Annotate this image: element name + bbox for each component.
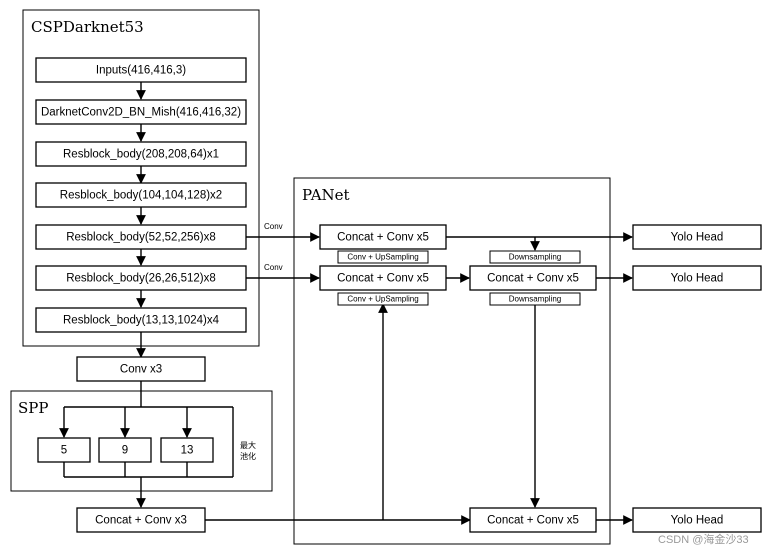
pool-13-label: 13 <box>181 445 194 457</box>
yolo-head-1-box <box>632 224 762 250</box>
resblock-1-label: Resblock_body(208,208,64)x1 <box>63 149 219 161</box>
concat-conv-x5-top-left-box <box>319 224 447 250</box>
concat-conv-x5-top-left-label: Concat + Conv x5 <box>337 232 429 244</box>
concat-conv-x3-box <box>76 507 206 533</box>
conv-edge-label-2: Conv <box>264 263 283 272</box>
yolo-head-1-label: Yolo Head <box>671 232 724 244</box>
upsampling-label-1: Conv + UpSampling <box>347 253 418 262</box>
csp-darknet-title: CSPDarknet53 <box>31 18 144 36</box>
resblock-3-label: Resblock_body(52,52,256)x8 <box>66 232 216 244</box>
pool-5-label: 5 <box>61 445 67 457</box>
max-pool-note-line2: 池化 <box>240 451 256 461</box>
concat-conv-x5-bottom-label: Concat + Conv x5 <box>487 515 579 527</box>
concat-conv-x3-label: Concat + Conv x3 <box>95 515 187 527</box>
yolo-head-2-label: Yolo Head <box>671 273 724 285</box>
concat-conv-x5-mid-right-label: Concat + Conv x5 <box>487 273 579 285</box>
max-pool-note-line1: 最大 <box>240 440 256 450</box>
resblock-5-label: Resblock_body(13,13,1024)x4 <box>63 315 220 327</box>
downsampling-label-1: Downsampling <box>509 253 561 262</box>
pool-13-box <box>160 437 214 463</box>
upsampling-box-1 <box>337 250 429 264</box>
panet-frame <box>293 177 611 545</box>
pool-9-label: 9 <box>122 445 128 457</box>
upsampling-label-2: Conv + UpSampling <box>347 295 418 304</box>
concat-conv-x5-bottom-box <box>469 507 597 533</box>
darknet-conv-label: DarknetConv2D_BN_Mish(416,416,32) <box>41 107 241 119</box>
resblock-1-box <box>35 141 247 167</box>
spp-title: SPP <box>18 399 48 417</box>
pool-5-box <box>37 437 91 463</box>
upsampling-box-2 <box>337 292 429 306</box>
resblock-4-label: Resblock_body(26,26,512)x8 <box>66 273 216 285</box>
inputs-box <box>35 57 247 83</box>
resblock-4-box <box>35 265 247 291</box>
watermark: CSDN @海金沙33 <box>658 532 749 546</box>
yolo-head-2-box <box>632 265 762 291</box>
concat-conv-x5-mid-left-label: Concat + Conv x5 <box>337 273 429 285</box>
conv-edge-label-1: Conv <box>264 222 283 231</box>
downsampling-box-1 <box>489 250 581 264</box>
panet-title: PANet <box>302 186 350 204</box>
resblock-2-box <box>35 182 247 208</box>
downsampling-label-2: Downsampling <box>509 295 561 304</box>
resblock-3-box <box>35 224 247 250</box>
conv-x3-label: Conv x3 <box>120 364 162 376</box>
resblock-2-label: Resblock_body(104,104,128)x2 <box>60 190 222 202</box>
yolo-head-3-box <box>632 507 762 533</box>
yolo-head-3-label: Yolo Head <box>671 515 724 527</box>
conv-x3-box <box>76 356 206 382</box>
concat-conv-x5-mid-right-box <box>469 265 597 291</box>
inputs-label: Inputs(416,416,3) <box>96 65 186 77</box>
darknet-conv-box <box>35 99 247 125</box>
resblock-5-box <box>35 307 247 333</box>
